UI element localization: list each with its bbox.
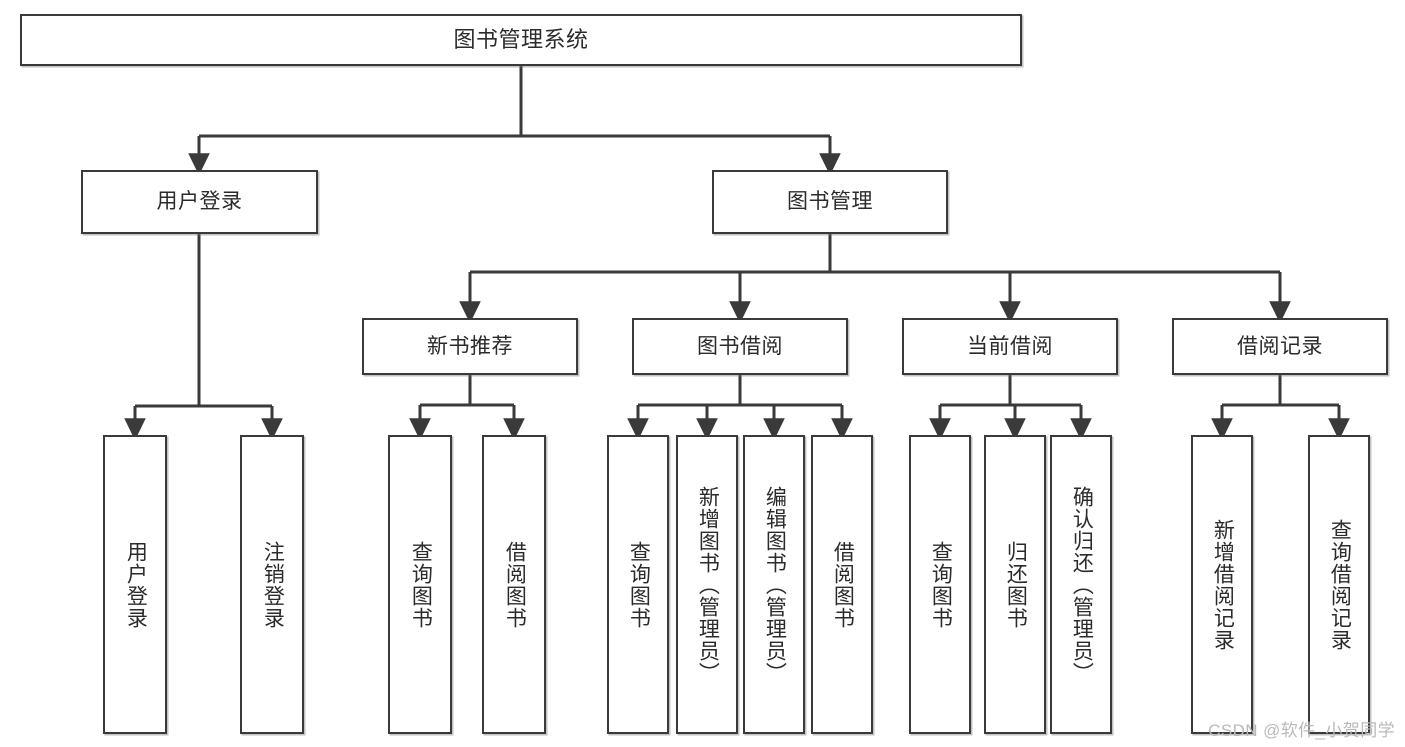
node-book-borrow-label: 图书借阅 (697, 334, 783, 358)
node-borrow-records[interactable]: 借阅记录 (1172, 318, 1388, 375)
node-leaf-user-logout-label: 注销登录 (261, 540, 285, 629)
node-root-label: 图书管理系统 (453, 26, 589, 52)
node-leaf-confirm-return-label: 确认归还（管理员） (1070, 485, 1094, 684)
node-root[interactable]: 图书管理系统 (20, 14, 1022, 66)
node-leaf-borrow-book-recommend[interactable]: 借阅图书 (482, 435, 546, 734)
node-user-login-label: 用户登录 (156, 190, 243, 214)
node-borrow-records-label: 借阅记录 (1237, 334, 1323, 358)
node-leaf-query-book-current[interactable]: 查询图书 (909, 435, 971, 734)
node-leaf-add-book-label: 新增图书（管理员） (696, 485, 720, 684)
node-leaf-query-borrow-record-label: 查询借阅记录 (1328, 518, 1352, 651)
node-leaf-query-book-current-label: 查询图书 (929, 540, 953, 629)
node-leaf-query-book-recommend[interactable]: 查询图书 (388, 435, 452, 734)
node-leaf-add-borrow-record[interactable]: 新增借阅记录 (1191, 435, 1253, 734)
node-leaf-edit-book[interactable]: 编辑图书（管理员） (743, 435, 805, 734)
csdn-watermark: CSDN @软件_小贺同学 (1208, 721, 1395, 740)
node-leaf-borrow-book-recommend-label: 借阅图书 (503, 540, 527, 629)
node-leaf-user-logout[interactable]: 注销登录 (240, 435, 304, 734)
node-book-management[interactable]: 图书管理 (712, 170, 948, 234)
node-leaf-query-book-recommend-label: 查询图书 (409, 540, 433, 629)
node-current-borrow[interactable]: 当前借阅 (902, 318, 1118, 375)
node-leaf-borrow-book-label: 借阅图书 (831, 540, 855, 629)
node-leaf-query-book-borrow[interactable]: 查询图书 (607, 435, 669, 734)
node-leaf-user-login-label: 用户登录 (124, 540, 148, 629)
node-leaf-query-book-borrow-label: 查询图书 (627, 540, 651, 629)
node-current-borrow-label: 当前借阅 (967, 334, 1053, 358)
node-user-login[interactable]: 用户登录 (81, 170, 318, 234)
node-leaf-confirm-return[interactable]: 确认归还（管理员） (1050, 435, 1112, 734)
node-leaf-user-login[interactable]: 用户登录 (103, 435, 167, 734)
node-book-borrow[interactable]: 图书借阅 (632, 318, 848, 375)
node-leaf-add-borrow-record-label: 新增借阅记录 (1211, 518, 1235, 651)
node-new-book-recommend-label: 新书推荐 (427, 334, 513, 358)
node-leaf-return-book[interactable]: 归还图书 (984, 435, 1046, 734)
node-leaf-borrow-book[interactable]: 借阅图书 (811, 435, 873, 734)
node-leaf-return-book-label: 归还图书 (1004, 540, 1028, 629)
node-new-book-recommend[interactable]: 新书推荐 (362, 318, 578, 375)
node-leaf-query-borrow-record[interactable]: 查询借阅记录 (1308, 435, 1370, 734)
node-book-management-label: 图书管理 (787, 190, 873, 214)
node-leaf-edit-book-label: 编辑图书（管理员） (763, 485, 787, 684)
node-leaf-add-book[interactable]: 新增图书（管理员） (676, 435, 738, 734)
